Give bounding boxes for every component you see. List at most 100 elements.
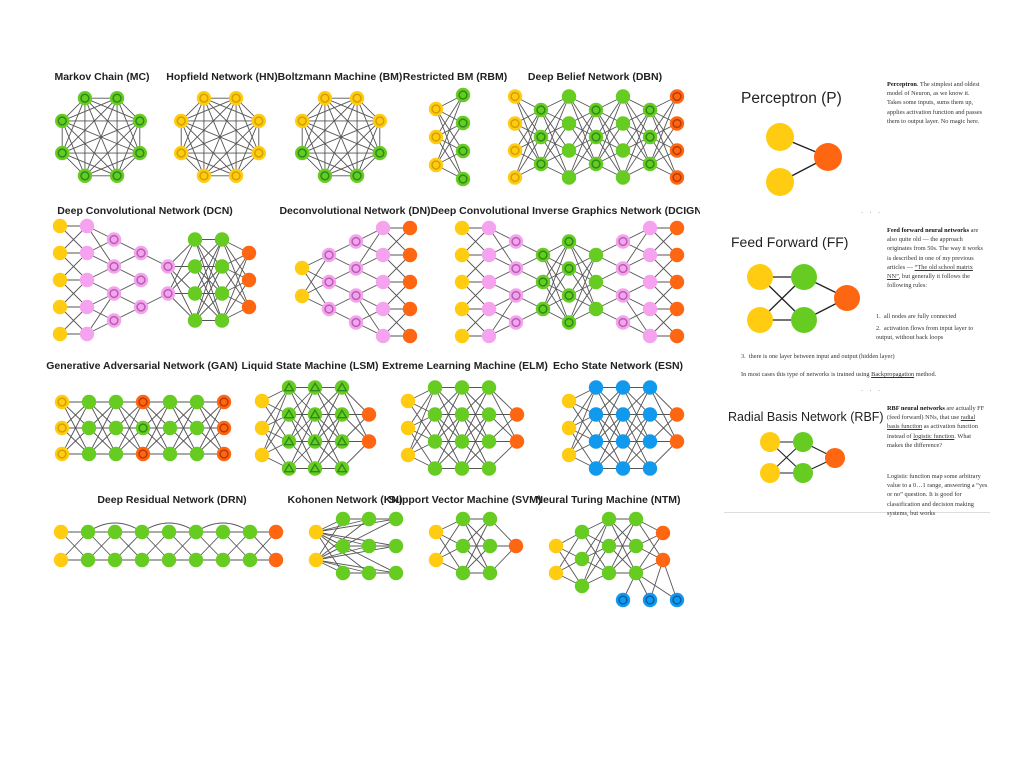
ff-rule-item: 1. all nodes are fully connected	[876, 312, 986, 321]
dcign-hidden-node	[561, 315, 577, 330]
esn-title: Echo State Network (ESN)	[553, 360, 683, 372]
esn-input-node	[561, 420, 577, 436]
rbf-text2: as activation function instead of	[887, 423, 978, 440]
lsm-output-node	[361, 407, 377, 422]
ntm-input-node	[548, 565, 564, 581]
drn-hidden-node	[134, 552, 150, 568]
elm-connection	[461, 387, 490, 442]
rbf-link-radial-basis[interactable]: radial basis function	[887, 414, 976, 431]
dbn-hidden-node	[561, 143, 577, 158]
esn-connection	[568, 387, 597, 456]
drn-title: Deep Residual Network (DRN)	[97, 494, 246, 506]
ff-link-backpropagation[interactable]: Backpropagation	[871, 371, 915, 378]
dcn-kernel-node	[79, 245, 95, 261]
kn-hidden-node	[361, 511, 377, 527]
ntm-hidden-node	[601, 565, 617, 581]
dcign-output-node	[669, 274, 685, 290]
elm-connection	[434, 387, 463, 442]
dbn-input-node	[507, 89, 523, 104]
svm-connection	[435, 518, 464, 561]
svm-connection	[462, 518, 491, 574]
gan-connection	[88, 401, 117, 455]
dn-kernel-node	[321, 274, 337, 290]
dcn-kernel-node	[160, 259, 176, 274]
elm-input-node	[400, 393, 416, 409]
ntm-connection	[635, 532, 664, 574]
dcign-kernel-node	[615, 315, 631, 330]
dbn-connection	[540, 96, 570, 138]
article-panel: Perceptron (P) Perceptron. The simplest …	[724, 72, 990, 517]
mc-hidden-node	[132, 145, 148, 161]
kn-hidden-node	[388, 511, 404, 527]
gan-output-node	[135, 394, 151, 410]
rbf-hidden-node	[793, 463, 813, 483]
dcign-title: Deep Convolutional Inverse Graphics Netw…	[431, 205, 700, 217]
ntm-memory-node	[642, 592, 658, 608]
dbn-hidden-node	[588, 129, 604, 145]
elm-output-node	[509, 407, 525, 422]
dcn-connection	[221, 252, 250, 294]
hn-connection	[180, 97, 237, 154]
dn-kernel-node	[321, 247, 337, 263]
perceptron-title: Perceptron (P)	[741, 90, 842, 107]
bm-connection	[324, 120, 381, 177]
dcign-kernel-node	[642, 301, 658, 317]
dcign-output-node	[669, 247, 685, 263]
feed-forward-title: Feed Forward (FF)	[731, 234, 849, 250]
lsm-title: Liquid State Machine (LSM)	[241, 360, 378, 372]
bm-input-node	[317, 90, 333, 106]
ntm-hidden-node	[628, 565, 644, 581]
elm-connection	[461, 414, 490, 469]
dn-input-node	[294, 260, 310, 276]
dcn-output-node	[241, 299, 257, 315]
lsm-hidden-node	[307, 407, 323, 422]
dcign-input-node	[454, 247, 470, 263]
dcign-kernel-node	[481, 274, 497, 290]
mc-hidden-node	[109, 168, 125, 184]
dbn-hidden-node	[642, 156, 658, 172]
dcign-connection	[568, 254, 597, 323]
dn-kernel-node	[348, 261, 364, 276]
dn-input-node	[294, 288, 310, 304]
ellipsis: . . .	[861, 384, 883, 393]
dn-kernel-node	[321, 301, 337, 317]
ff-rule-number: 1.	[876, 313, 881, 320]
kn-input-node	[308, 524, 324, 540]
bm-hidden-node	[372, 145, 388, 161]
dcign-hidden-node	[535, 247, 551, 263]
ntm-hidden-node	[574, 524, 590, 540]
bm-input-node	[349, 90, 365, 106]
dcn-kernel-node	[79, 326, 95, 342]
bm-connection	[301, 97, 358, 154]
bm-connection	[301, 120, 326, 176]
gan-hidden-node	[81, 446, 97, 462]
ff-text2: , but generally it follows the following…	[887, 273, 970, 290]
drn-input-node	[53, 552, 69, 568]
rbm-hidden-node	[455, 115, 471, 131]
dn-kernel-node	[348, 315, 364, 330]
dcign-kernel-node	[642, 274, 658, 290]
dn-title: Deconvolutional Network (DN)	[279, 205, 430, 217]
ff-link-old-school[interactable]: “The old school matrix NN”	[887, 263, 973, 281]
dbn-connection	[568, 109, 597, 178]
ff-rule-number: 3.	[741, 353, 746, 360]
esn-memory-node	[588, 461, 604, 476]
ellipsis: . . .	[861, 206, 883, 215]
ntm-input-node	[548, 538, 564, 554]
dbn-connection	[622, 136, 651, 178]
ntm-hidden-node	[628, 511, 644, 527]
dcn-connection	[221, 279, 250, 321]
esn-connection	[622, 414, 651, 469]
ff-rule-item: 3. there is one layer between input and …	[741, 352, 986, 361]
dcign-kernel-node	[508, 315, 524, 330]
lsm-connection	[261, 387, 290, 456]
rbf-link-logistic[interactable]: logistic function	[913, 432, 955, 440]
dcign-hidden-node	[588, 274, 604, 290]
gan-connection	[115, 401, 144, 455]
lsm-connection	[314, 387, 343, 442]
svm-hidden-node	[482, 538, 498, 554]
ff-training-note: In most cases this type of networks is t…	[741, 370, 986, 379]
rbf-logistic-paragraph: Logistic function map some arbitrary val…	[768, 472, 988, 518]
drn-hidden-node	[80, 524, 96, 540]
esn-memory-node	[615, 407, 631, 422]
